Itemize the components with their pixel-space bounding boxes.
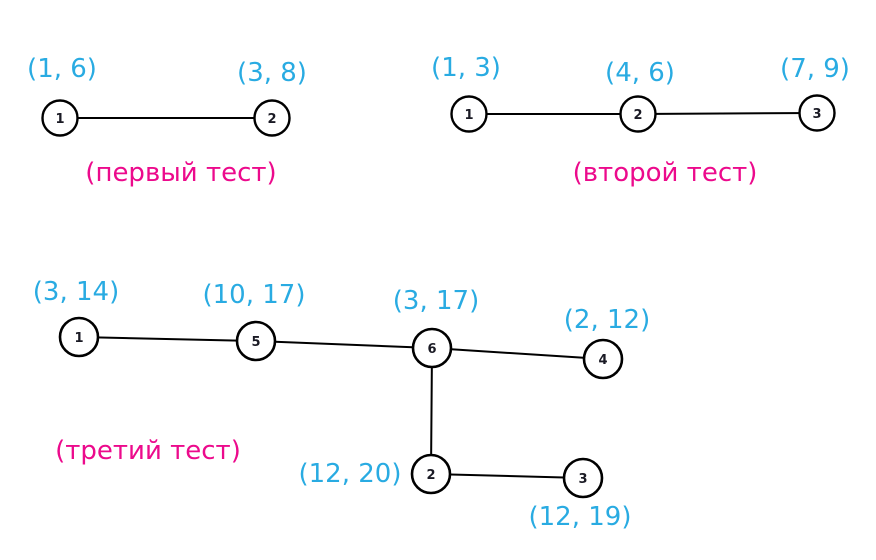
graph-node-number: 2	[267, 112, 276, 127]
coordinate-label: (4, 6)	[605, 58, 675, 88]
graph-node-number: 1	[55, 112, 64, 127]
graph-node-second-test-1	[450, 95, 488, 133]
graph-edge-1-5	[78, 336, 257, 342]
graph-third-test: 1 5 6 4 2 3 (3, 14) (10, 17) (3, 17) (2, 12) (12, …	[33, 277, 650, 532]
graph-node-number: 1	[74, 331, 83, 346]
graph-edge-6-4	[431, 347, 604, 360]
graph-edge-2-3	[637, 112, 818, 115]
graph-node-number: 4	[598, 353, 607, 368]
graph-node-third-test-5	[235, 320, 277, 362]
graph-node-first-test-2	[253, 99, 291, 137]
coordinate-label: (10, 17)	[203, 280, 306, 310]
graph-node-first-test-1	[41, 99, 79, 137]
graph-node-number: 5	[251, 335, 260, 350]
graph-node-number: 3	[812, 107, 821, 122]
graph-node-second-test-2	[619, 95, 657, 133]
coordinate-label: (3, 14)	[33, 277, 119, 307]
graph-node-number: 6	[427, 342, 436, 357]
coordinate-label: (3, 8)	[237, 58, 307, 88]
graph-caption-second-test: (второй тест)	[573, 158, 758, 188]
graph-edge-2-3	[430, 473, 584, 479]
graph-node-number: 2	[426, 468, 435, 483]
graph-node-number: 1	[464, 108, 473, 123]
graph-node-number: 3	[578, 472, 587, 487]
graph-node-number: 2	[633, 108, 642, 123]
graph-caption-third-test: (третий тест)	[55, 436, 241, 466]
coordinate-label: (1, 6)	[27, 54, 97, 84]
coordinate-label: (7, 9)	[780, 54, 850, 84]
coordinate-label: (3, 17)	[393, 286, 479, 316]
graph-node-third-test-4	[582, 338, 624, 380]
coordinate-label: (12, 19)	[529, 502, 632, 532]
coordinate-label: (2, 12)	[564, 305, 650, 335]
graph-edge-6-2	[430, 347, 433, 475]
graph-node-third-test-3	[562, 457, 604, 499]
graph-node-third-test-2	[410, 453, 452, 495]
graph-node-second-test-3	[798, 94, 836, 132]
coordinate-label: (12, 20)	[299, 459, 402, 489]
graph-edge-5-6	[255, 340, 433, 349]
graph-node-third-test-1	[58, 316, 100, 358]
graph-caption-first-test: (первый тест)	[85, 158, 276, 188]
graph-first-test: 1 2 (1, 6) (3, 8) (первый тест)	[27, 54, 307, 188]
coordinate-label: (1, 3)	[431, 53, 501, 83]
graph-second-test: 1 2 3 (1, 3) (4, 6) (7, 9) (второй тест)	[431, 53, 850, 188]
graph-node-third-test-6	[411, 327, 453, 369]
